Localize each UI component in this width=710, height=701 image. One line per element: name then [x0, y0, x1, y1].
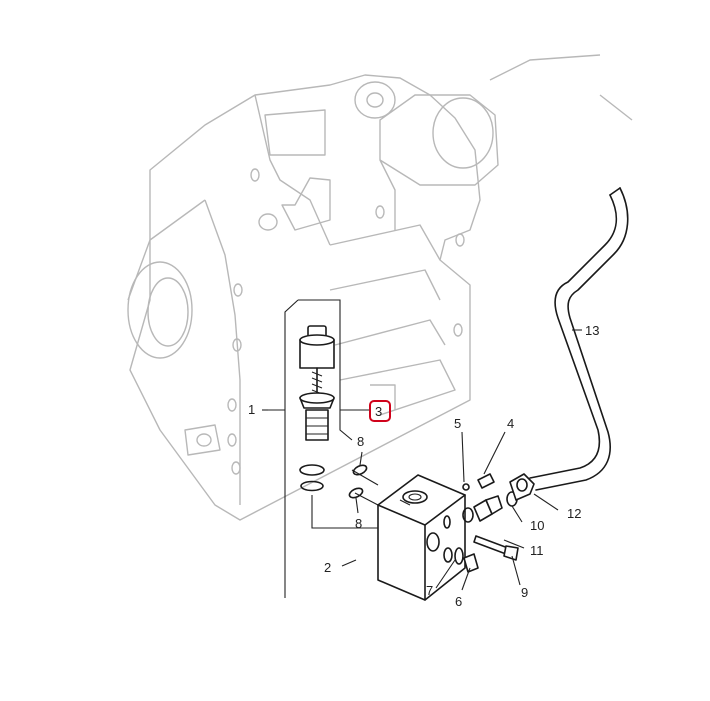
transmission-housing: [127, 54, 633, 521]
callout-4[interactable]: 4: [507, 416, 514, 431]
callout-labels: 1 2 3 4 5 6 7 8 8 9 10 11 12 13: [248, 323, 599, 609]
pipe-13: [529, 187, 629, 491]
callout-12[interactable]: 12: [567, 506, 581, 521]
callout-1[interactable]: 1: [248, 402, 255, 417]
callout-13[interactable]: 13: [585, 323, 599, 338]
callout-11[interactable]: 11: [530, 543, 544, 558]
callout-leaders: [262, 329, 582, 591]
callout-3-highlight: [369, 400, 391, 422]
callout-3[interactable]: 3: [375, 404, 382, 419]
callout-8-top[interactable]: 8: [357, 434, 364, 449]
callout-10[interactable]: 10: [530, 518, 544, 533]
leader-lines: [311, 469, 379, 529]
fittings: [454, 473, 535, 573]
callout-6[interactable]: 6: [455, 594, 462, 609]
valve-block: [377, 474, 466, 601]
callout-7[interactable]: 7: [426, 583, 433, 598]
callout-8-bottom[interactable]: 8: [355, 516, 362, 531]
callout-9[interactable]: 9: [521, 585, 528, 600]
solenoid-valve: [299, 325, 335, 441]
assembly-bracket: [268, 299, 370, 598]
o-rings-8: [348, 464, 368, 499]
callout-2[interactable]: 2: [324, 560, 331, 575]
o-rings-solenoid: [299, 464, 325, 492]
callout-5[interactable]: 5: [454, 416, 461, 431]
